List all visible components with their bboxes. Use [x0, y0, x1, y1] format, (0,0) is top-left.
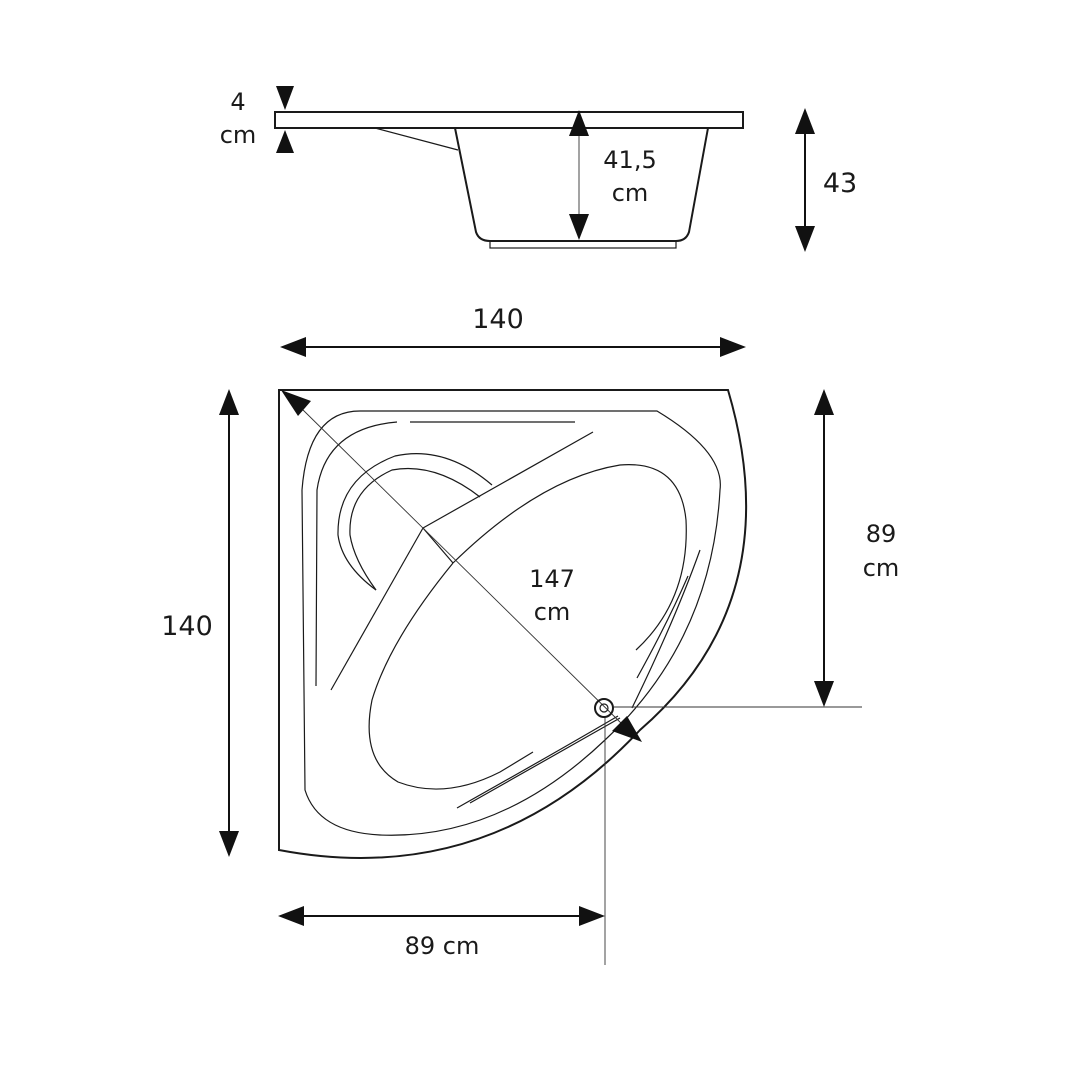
- diagonal-arrow-bottom: [612, 716, 642, 742]
- seat-ledge-top: [422, 431, 594, 529]
- diagonal-arrow-top: [281, 390, 311, 416]
- inner-depth-arrow-top: [569, 110, 589, 136]
- diagonal-value: 147: [529, 565, 575, 593]
- width-arrow-left: [280, 337, 306, 357]
- backrest-left-arc: [315, 421, 398, 687]
- foot-well-right-lines: [631, 549, 701, 709]
- diagonal-unit: cm: [534, 598, 571, 626]
- depth-value: 140: [161, 611, 213, 642]
- depth-arrow-bottom: [219, 831, 239, 857]
- total-height-arrow-top: [795, 108, 815, 134]
- drain-horizontal-arrow-right: [579, 906, 605, 926]
- rim-thickness-unit: cm: [220, 121, 257, 149]
- tub-inner-deck: [301, 410, 721, 836]
- headrest-inner: [349, 467, 481, 591]
- headrest-outer: [337, 453, 493, 591]
- rim-thickness-value: 4: [230, 88, 245, 116]
- side-view: 4 cm 41,5 cm 43: [220, 86, 857, 252]
- side-view-rim: [274, 111, 744, 129]
- inner-depth-arrow-bottom: [569, 214, 589, 240]
- width-value: 140: [472, 304, 524, 335]
- drain-vertical-value: 89: [866, 520, 897, 548]
- foot-well: [452, 464, 687, 651]
- drain-vertical-unit: cm: [863, 554, 900, 582]
- side-view-foot: [489, 240, 677, 249]
- diagonal-dimension-line: [299, 406, 625, 727]
- depth-arrow-top: [219, 389, 239, 415]
- width-arrow-right: [720, 337, 746, 357]
- rim-arrow-bottom: [276, 130, 294, 153]
- front-ledge-lines: [456, 715, 621, 809]
- foot-well-left: [368, 562, 534, 790]
- seat-ledge-left: [330, 527, 424, 691]
- inner-depth-value: 41,5: [603, 146, 656, 174]
- drain-horizontal-value: 89 cm: [405, 932, 480, 960]
- drain-inner: [599, 703, 609, 713]
- side-view-support: [374, 127, 459, 151]
- seat-inner-line: [422, 527, 454, 564]
- top-view: 140 140 147 cm: [161, 304, 899, 965]
- tub-outer-outline: [278, 389, 748, 859]
- drain-vertical-arrow-bottom: [814, 681, 834, 707]
- inner-depth-unit: cm: [612, 179, 649, 207]
- total-height-value: 43: [823, 168, 857, 199]
- drain-horizontal-arrow-left: [278, 906, 304, 926]
- drain-outer: [594, 698, 614, 718]
- drain-vertical-arrow-top: [814, 389, 834, 415]
- rim-arrow-top: [276, 86, 294, 110]
- total-height-arrow-bottom: [795, 226, 815, 252]
